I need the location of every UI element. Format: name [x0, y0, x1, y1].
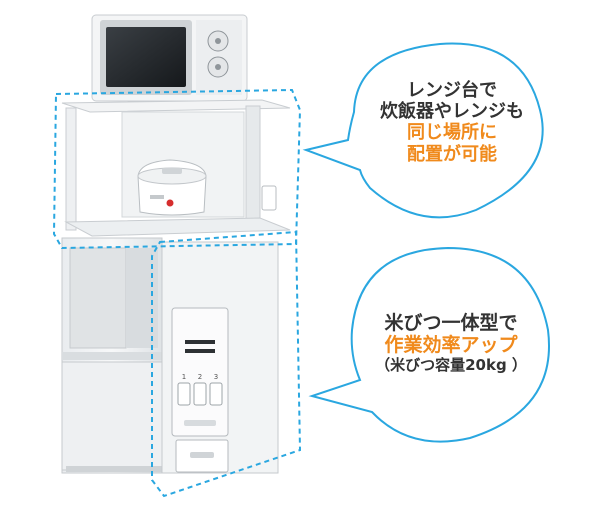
- rice-selector-buttons: [177, 382, 223, 406]
- highlight-outline-bottom: [151, 230, 302, 498]
- microwave-dial-top: [207, 30, 229, 52]
- microwave-dial-bottom: [207, 56, 229, 78]
- microwave: [91, 14, 248, 102]
- drawer: [61, 361, 163, 471]
- callout-bottom-highlight: 作業効率アップ: [384, 334, 518, 357]
- callout-top-highlight2: 配置が可能: [407, 143, 497, 165]
- callout-top-line2: 炊飯器やレンジも: [380, 101, 524, 123]
- rice-button-label: 1: [182, 373, 186, 381]
- callout-bottom-line1: 米びつ一体型で: [384, 312, 518, 334]
- rice-cooker: [137, 159, 207, 216]
- rice-cooker-button: [166, 199, 174, 207]
- speech-bubble-bottom: [308, 246, 550, 443]
- callout-top-highlight1: 同じ場所に: [407, 122, 497, 144]
- callout-top: レンジ台で 炊飯器やレンジも 同じ場所に 配置が可能: [362, 80, 542, 165]
- callout-bottom-note: （米びつ容量20kg ）: [375, 355, 527, 374]
- cabinet-lower: [61, 237, 163, 474]
- rice-storage-unit: [161, 241, 279, 474]
- callout-top-line1: レンジ台で: [407, 80, 497, 101]
- callout-bottom: 米びつ一体型で 作業効率アップ （米びつ容量20kg ）: [360, 312, 542, 375]
- speech-bubble-top: [302, 42, 544, 219]
- rice-button-label: 2: [198, 373, 202, 381]
- rice-button-label: 3: [214, 373, 218, 381]
- outlet: [261, 185, 277, 211]
